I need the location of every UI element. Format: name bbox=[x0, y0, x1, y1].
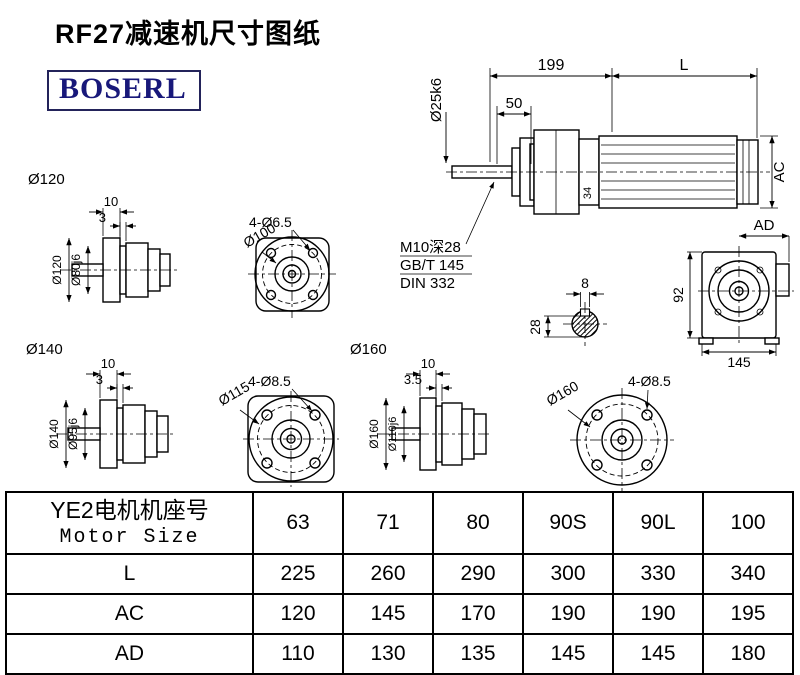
row-label-AC: AC bbox=[5, 593, 254, 635]
motor-size-80: 80 bbox=[432, 491, 524, 555]
dim-od-label: Ø120 bbox=[50, 255, 64, 285]
dim-145-label: 145 bbox=[727, 354, 751, 370]
motor-size-100: 100 bbox=[702, 491, 794, 555]
cell-AD-100: 180 bbox=[702, 633, 794, 675]
rear-view: AD 92 145 bbox=[670, 217, 794, 370]
flange-dia-label: Ø160 bbox=[544, 378, 582, 409]
bolt-holes-label: 4-Ø8.5 bbox=[628, 373, 671, 389]
table-row-AD: AD 110 130 135 145 145 180 bbox=[5, 633, 794, 675]
bolt-holes-label: 4-Ø6.5 bbox=[249, 214, 292, 230]
main-assembly-view: 199 L 50 Ø25k6 AC 34 M10深28 GB/T 145 DIN… bbox=[400, 57, 788, 292]
row-label-AD: AD bbox=[5, 633, 254, 675]
dim-10-label: 10 bbox=[101, 356, 115, 371]
flange-100-front-view: 4-Ø6.5 Ø100 bbox=[241, 214, 336, 318]
cell-AD-90s: 145 bbox=[522, 633, 614, 675]
boserl-logo: BOSERL bbox=[47, 70, 201, 111]
dim-199-label: 199 bbox=[538, 57, 565, 74]
note-gbt145: GB/T 145 bbox=[400, 257, 464, 274]
dim-10-label: 10 bbox=[421, 356, 435, 371]
cell-L-63: 225 bbox=[252, 553, 344, 595]
note-m10: M10深28 bbox=[400, 239, 461, 256]
table-row-AC: AC 120 145 170 190 190 195 bbox=[5, 593, 794, 635]
dim-50-label: 50 bbox=[506, 95, 523, 112]
cell-AD-90l: 145 bbox=[612, 633, 704, 675]
dim-AC-label: AC bbox=[771, 161, 788, 182]
motor-size-90l: 90L bbox=[612, 491, 704, 555]
bolt-holes-label: 4-Ø8.5 bbox=[248, 373, 291, 389]
table-header-row: YE2电机机座号 Motor Size 63 71 80 90S 90L 100 bbox=[5, 491, 794, 555]
dim-AD-label: AD bbox=[754, 217, 775, 234]
cell-AC-90s: 190 bbox=[522, 593, 614, 635]
cell-AD-80: 135 bbox=[432, 633, 524, 675]
cell-AC-63: 120 bbox=[252, 593, 344, 635]
table-header-en: Motor Size bbox=[59, 526, 200, 549]
table-header-cn: YE2电机机座号 bbox=[50, 497, 209, 523]
dim-bore-label: Ø80j6 bbox=[69, 254, 83, 286]
flange-115-front-view: 4-Ø8.5 Ø115 bbox=[216, 373, 339, 487]
cell-AC-80: 170 bbox=[432, 593, 524, 635]
cell-AC-71: 145 bbox=[342, 593, 434, 635]
dim-10-label: 10 bbox=[104, 194, 118, 209]
dim-3-5-label: 3.5 bbox=[404, 372, 422, 387]
cell-AD-63: 110 bbox=[252, 633, 344, 675]
dim-3-label: 3 bbox=[99, 210, 106, 225]
unit120-title: Ø120 bbox=[28, 171, 65, 188]
table-row-L: L 225 260 290 300 330 340 bbox=[5, 553, 794, 595]
cell-L-100: 340 bbox=[702, 553, 794, 595]
dim-8-label: 8 bbox=[581, 275, 589, 291]
table-header-cell: YE2电机机座号 Motor Size bbox=[5, 491, 254, 555]
logo-text: BOSERL bbox=[59, 72, 187, 105]
unit-160-side-view: Ø160 10 3.5 Ø160 Ø110j6 bbox=[350, 341, 492, 471]
row-label-L: L bbox=[5, 553, 254, 595]
dim-od-label: Ø140 bbox=[47, 419, 61, 449]
unit-120-side-view: Ø120 10 3 Ø120 Ø80j6 bbox=[28, 171, 178, 303]
dim-28-label: 28 bbox=[527, 319, 543, 335]
bolt-circle-dia-label: Ø115 bbox=[216, 378, 253, 409]
shaft-key-section-view: 8 28 bbox=[527, 275, 607, 346]
terminal-box bbox=[775, 263, 790, 297]
motor-size-63: 63 bbox=[252, 491, 344, 555]
dim-bore-label: Ø95j6 bbox=[66, 418, 80, 450]
dim-od-label: Ø160 bbox=[367, 419, 381, 449]
cell-L-80: 290 bbox=[432, 553, 524, 595]
cell-L-90l: 330 bbox=[612, 553, 704, 595]
motor-size-table: YE2电机机座号 Motor Size 63 71 80 90S 90L 100… bbox=[5, 491, 794, 675]
page-title: RF27减速机尺寸图纸 bbox=[55, 19, 322, 49]
dim-3-label: 3 bbox=[96, 372, 103, 387]
dim-shaft-label: Ø25k6 bbox=[428, 78, 445, 122]
flange-160-front-view: 4-Ø8.5 Ø160 bbox=[544, 373, 674, 492]
dim-bore-label: Ø110j6 bbox=[387, 417, 399, 452]
cell-AC-100: 195 bbox=[702, 593, 794, 635]
motor-size-90s: 90S bbox=[522, 491, 614, 555]
cell-AC-90l: 190 bbox=[612, 593, 704, 635]
cell-AD-71: 130 bbox=[342, 633, 434, 675]
motor-size-71: 71 bbox=[342, 491, 434, 555]
unit-140-side-view: Ø140 10 3 Ø140 Ø95j6 bbox=[26, 341, 176, 469]
cell-L-71: 260 bbox=[342, 553, 434, 595]
unit160-title: Ø160 bbox=[350, 341, 387, 358]
dim-92-label: 92 bbox=[670, 287, 686, 303]
unit140-title: Ø140 bbox=[26, 341, 63, 358]
cell-L-90s: 300 bbox=[522, 553, 614, 595]
dimension-drawing: 199 L 50 Ø25k6 AC 34 M10深28 GB/T 145 DIN… bbox=[26, 57, 794, 492]
note-din332: DIN 332 bbox=[400, 275, 455, 292]
dim-34-label: 34 bbox=[582, 187, 594, 199]
dim-L-label: L bbox=[680, 57, 689, 74]
